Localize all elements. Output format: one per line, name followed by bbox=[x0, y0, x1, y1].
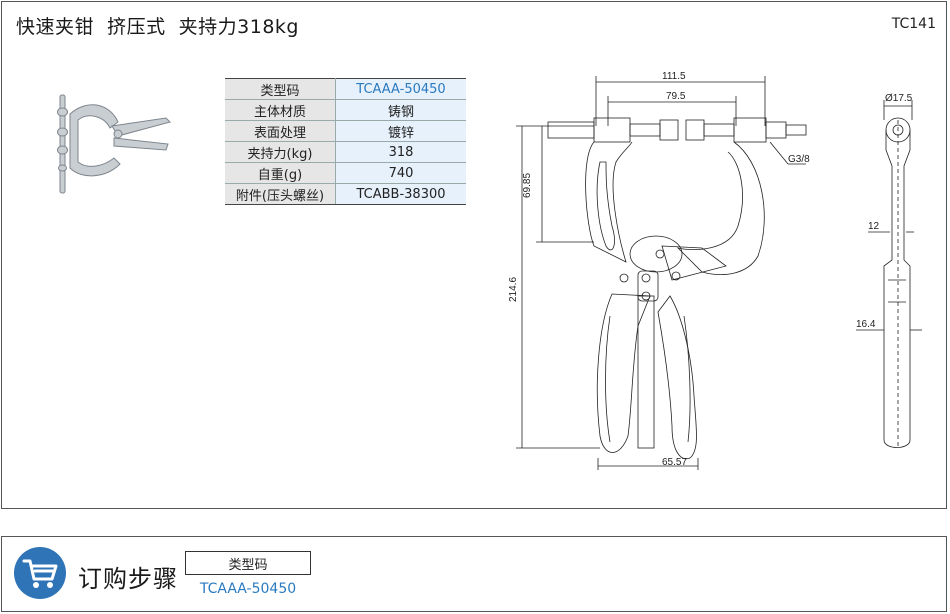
spec-label: 表面处理 bbox=[225, 120, 336, 142]
dim-upper-height: 69.85 bbox=[522, 173, 533, 198]
dim-side-thickness-lower: 16.4 bbox=[856, 319, 876, 330]
table-row: 夹持力(kg) 318 bbox=[225, 141, 466, 163]
order-steps-title: 订购步骤 bbox=[78, 565, 178, 593]
spec-label: 夹持力(kg) bbox=[225, 141, 336, 163]
table-row: 表面处理 镀锌 bbox=[225, 120, 466, 142]
dim-thread: G3/8 bbox=[788, 154, 810, 165]
spec-value: TCABB-38300 bbox=[335, 183, 466, 205]
dim-side-diameter: Ø17.5 bbox=[885, 93, 913, 104]
dim-side-thickness-upper: 12 bbox=[868, 221, 880, 232]
spec-value[interactable]: TCAAA-50450 bbox=[335, 78, 466, 100]
order-steps-panel: 订购步骤 类型码 TCAAA-50450 bbox=[1, 536, 947, 612]
product-photo bbox=[57, 94, 171, 194]
spec-value: 镀锌 bbox=[335, 120, 466, 142]
type-code-label: 类型码 bbox=[185, 551, 311, 575]
spec-label: 自重(g) bbox=[225, 162, 336, 184]
dim-inner-width: 79.5 bbox=[666, 91, 686, 102]
table-row: 主体材质 铸钢 bbox=[225, 99, 466, 121]
type-code-value[interactable]: TCAAA-50450 bbox=[199, 581, 297, 597]
table-row: 附件(压头螺丝) TCABB-38300 bbox=[225, 183, 466, 205]
table-row: 自重(g) 740 bbox=[225, 162, 466, 184]
product-code: TC141 bbox=[891, 16, 936, 32]
table-row: 类型码 TCAAA-50450 bbox=[225, 78, 466, 100]
spec-value: 铸钢 bbox=[335, 99, 466, 121]
dim-bottom-width: 65.57 bbox=[662, 457, 687, 468]
spec-label: 主体材质 bbox=[225, 99, 336, 121]
shopping-cart-icon bbox=[14, 547, 66, 599]
spec-label: 附件(压头螺丝) bbox=[225, 183, 336, 205]
side-view-drawing: Ø17.5 12 16.4 bbox=[856, 93, 922, 448]
dim-total-height: 214.6 bbox=[508, 277, 519, 302]
front-view-drawing: 111.5 79.5 G3/8 65.57 69.85 214.6 bbox=[508, 71, 810, 470]
page-title: 快速夹钳 挤压式 夹持力318kg bbox=[16, 16, 299, 38]
spec-value: 740 bbox=[335, 162, 466, 184]
spec-label: 类型码 bbox=[225, 78, 336, 100]
spec-table: 类型码 TCAAA-50450 主体材质 铸钢 表面处理 镀锌 夹持力(kg) … bbox=[225, 78, 466, 205]
dim-top-width: 111.5 bbox=[662, 71, 686, 82]
product-panel: 快速夹钳 挤压式 夹持力318kg TC141 类型码 TCAAA-50450 … bbox=[1, 1, 947, 509]
spec-value: 318 bbox=[335, 141, 466, 163]
